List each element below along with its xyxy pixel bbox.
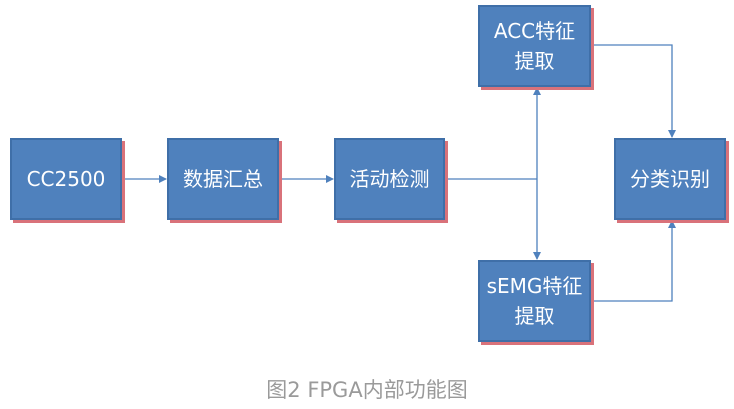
arrow-acc-to-classify xyxy=(591,44,676,138)
node-data-aggregation: 数据汇总 xyxy=(167,138,279,220)
figure-caption: 图2 FPGA内部功能图 xyxy=(266,378,468,402)
node-acc-feature-extraction: ACC特征 提取 xyxy=(478,5,591,87)
node-cc2500: CC2500 xyxy=(10,138,122,220)
node-semg-feature-extraction: sEMG特征 提取 xyxy=(478,260,591,342)
node-activity-detection: 活动检测 xyxy=(334,138,445,220)
node-classification: 分类识别 xyxy=(614,138,726,220)
arrow-semg-to-classify xyxy=(591,220,676,302)
